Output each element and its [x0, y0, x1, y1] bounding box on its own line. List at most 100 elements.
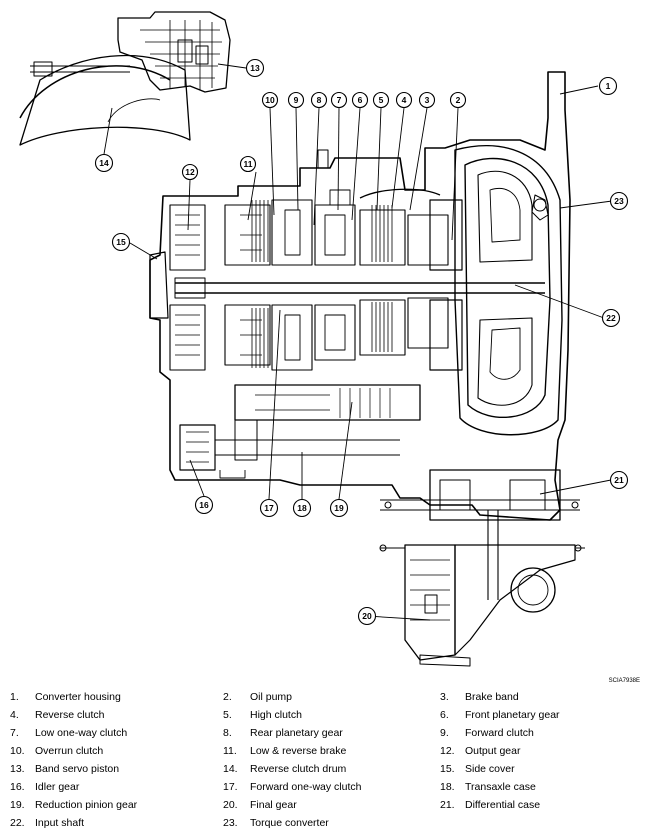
legend-row: 10. Overrun clutch 11. Low & reverse bra… [0, 742, 649, 760]
svg-text:5: 5 [379, 95, 384, 105]
legend-row: 4. Reverse clutch 5. High clutch 6. Fron… [0, 706, 649, 724]
callout-19: 19 [329, 498, 349, 518]
legend-num: 5. [223, 709, 232, 721]
legend-label: Idler gear [35, 781, 80, 793]
callout-5: 5 [372, 91, 390, 109]
idler-gear [179, 424, 216, 471]
legend-label: Forward clutch [465, 727, 534, 739]
legend-label: Low one-way clutch [35, 727, 128, 739]
callout-8: 8 [310, 91, 328, 109]
clutch-packs-upper [224, 149, 449, 266]
svg-text:7: 7 [337, 95, 342, 105]
legend-num: 20. [223, 799, 238, 811]
callout-23: 23 [609, 191, 629, 211]
legend-label: Side cover [465, 763, 515, 775]
legend-label: Differential case [465, 799, 541, 811]
callout-16: 16 [194, 495, 214, 515]
inset-drum-arc [19, 65, 171, 119]
oil-pump [429, 199, 463, 371]
callout-3: 3 [418, 91, 436, 109]
brake-band [359, 188, 441, 199]
legend-row: 13. Band servo piston 14. Reverse clutch… [0, 760, 649, 778]
legend-label: Rear planetary gear [250, 727, 343, 739]
svg-text:10: 10 [265, 95, 275, 105]
inset-drum-outer [19, 54, 191, 146]
svg-text:23: 23 [614, 196, 624, 206]
legend-num: 11. [223, 745, 237, 757]
legend-label: Reverse clutch drum [250, 763, 347, 775]
legend-num: 2. [223, 691, 232, 703]
svg-text:3: 3 [425, 95, 430, 105]
legend-label: Reduction pinion gear [35, 799, 138, 811]
inset-servo-rod [30, 65, 130, 73]
callout-20: 20 [357, 606, 377, 626]
legend-label: Converter housing [35, 691, 121, 703]
legend-num: 18. [440, 781, 455, 793]
svg-text:1: 1 [606, 81, 611, 91]
legend-label: Brake band [465, 691, 519, 703]
legend-num: 8. [223, 727, 232, 739]
reduction-pinion-gear [234, 384, 421, 421]
legend-row: 19. Reduction pinion gear 20. Final gear… [0, 796, 649, 814]
legend-num: 15. [440, 763, 455, 775]
transaxle-cross-section-diagram: 1 2 3 4 5 6 7 8 9 10 11 12 13 14 15 16 1… [19, 11, 640, 684]
svg-text:15: 15 [116, 237, 126, 247]
legend-num: 7. [10, 727, 19, 739]
callout-4: 4 [395, 91, 413, 109]
input-shaft [175, 282, 545, 294]
svg-text:12: 12 [185, 167, 195, 177]
callout-6: 6 [351, 91, 369, 109]
svg-text:21: 21 [614, 475, 624, 485]
legend-row: 1. Converter housing 2. Oil pump 3. Brak… [0, 688, 649, 706]
callout-22: 22 [601, 308, 621, 328]
svg-text:19: 19 [334, 503, 344, 513]
transaxle-body [149, 71, 585, 667]
callout-18: 18 [292, 498, 312, 518]
legend-label: Low & reverse brake [250, 745, 347, 757]
converter-housing [454, 144, 563, 436]
svg-text:2: 2 [456, 95, 461, 105]
svg-text:22: 22 [606, 313, 616, 323]
legend-label: Oil pump [250, 691, 293, 703]
svg-text:6: 6 [358, 95, 363, 105]
legend-label: Front planetary gear [465, 709, 560, 721]
legend-row: 22. Input shaft 23. Torque converter [0, 814, 649, 832]
legend-num: 10. [10, 745, 25, 757]
legend-row: 16. Idler gear 17. Forward one-way clutc… [0, 778, 649, 796]
callout-15: 15 [111, 232, 131, 252]
figure-id: SCIA7938E [609, 678, 640, 684]
legend-num: 16. [10, 781, 25, 793]
inset-band-servo-view [19, 11, 231, 146]
callout-leader-lines [103, 63, 613, 621]
svg-text:11: 11 [244, 159, 253, 169]
svg-text:17: 17 [264, 503, 274, 513]
legend-num: 6. [440, 709, 449, 721]
side-cover [149, 251, 169, 319]
transaxle-case-outline [149, 71, 571, 521]
legend-num: 4. [10, 709, 19, 721]
legend-label: High clutch [250, 709, 302, 721]
clutch-packs-lower [224, 297, 449, 371]
svg-text:20: 20 [362, 611, 372, 621]
legend-label: Reverse clutch [35, 709, 105, 721]
legend-label: Torque converter [250, 817, 329, 829]
svg-text:9: 9 [294, 95, 299, 105]
callout-12: 12 [181, 163, 199, 181]
callout-2: 2 [449, 91, 467, 109]
callout-21: 21 [609, 470, 629, 490]
svg-text:18: 18 [297, 503, 307, 513]
svg-text:16: 16 [199, 500, 209, 510]
legend-num: 19. [10, 799, 25, 811]
callout-14: 14 [94, 153, 114, 173]
callout-9: 9 [287, 91, 305, 109]
svg-text:4: 4 [402, 95, 407, 105]
callout-11: 11 [239, 155, 257, 173]
legend-num: 9. [440, 727, 449, 739]
legend-num: 14. [223, 763, 238, 775]
parts-legend: 1. Converter housing 2. Oil pump 3. Brak… [0, 688, 649, 832]
legend-label: Overrun clutch [35, 745, 104, 757]
legend-label: Transaxle case [465, 781, 536, 793]
legend-row: 7. Low one-way clutch 8. Rear planetary … [0, 724, 649, 742]
callout-17: 17 [259, 498, 279, 518]
legend-num: 1. [10, 691, 19, 703]
